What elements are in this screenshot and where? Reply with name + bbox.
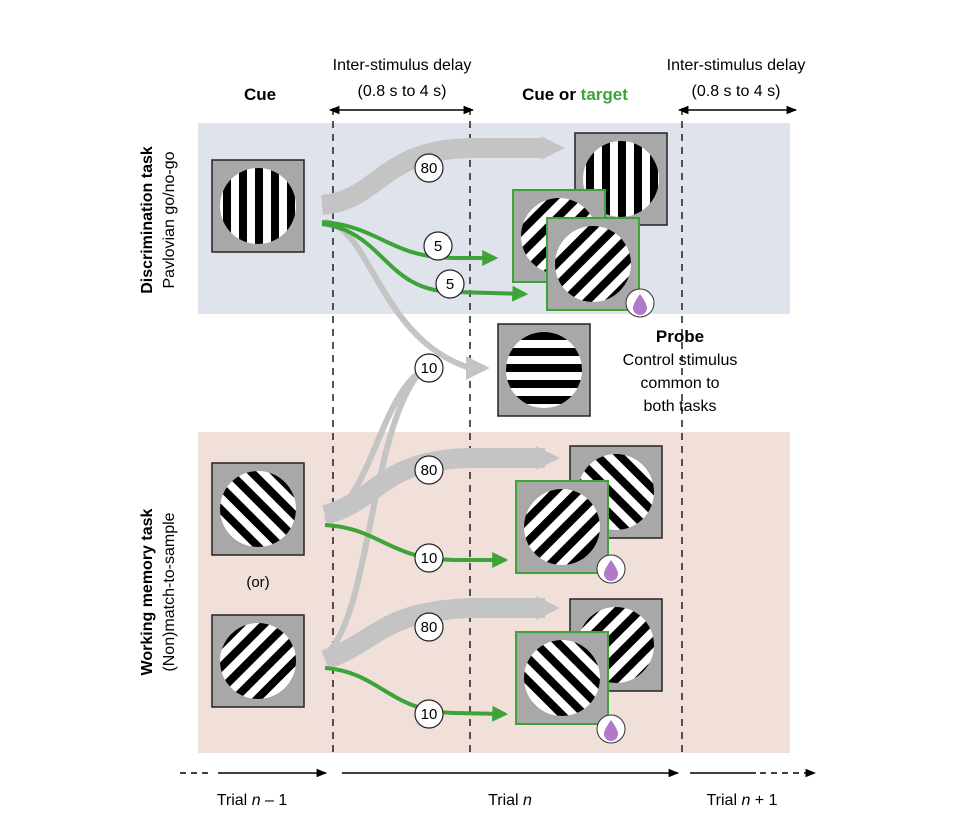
gray-flows xyxy=(320,136,565,670)
cue-or-target-header: Cue or target xyxy=(522,85,628,104)
delay-header-2-line2: (0.8 s to 4 s) xyxy=(692,83,781,100)
wm-task-title: Working memory task xyxy=(139,508,156,675)
pct-wm1-10: 10 xyxy=(421,550,438,567)
disc-target-2 xyxy=(546,217,640,311)
cue-stimulus-diagonal-1 xyxy=(211,462,305,556)
wm-task-subtitle: (Non)match-to-sample xyxy=(161,512,178,671)
pct-probe-10: 10 xyxy=(421,360,438,377)
trial-curr-label: Trial n xyxy=(488,792,532,809)
pct-disc-80: 80 xyxy=(421,160,438,177)
delay-header-1-line1: Inter-stimulus delay xyxy=(333,57,472,74)
trial-prev-label: Trial n – 1 xyxy=(217,792,288,809)
delay-header-2-line1: Inter-stimulus delay xyxy=(667,57,806,74)
wm1-target xyxy=(515,480,609,574)
discrimination-task-subtitle: Pavlovian go/no-go xyxy=(161,151,178,288)
pct-wm2-80: 80 xyxy=(421,619,438,636)
trial-next-label: Trial n + 1 xyxy=(706,792,777,809)
reward-drop-icon xyxy=(596,714,626,744)
cue-header: Cue xyxy=(244,85,276,104)
discrimination-task-title: Discrimination task xyxy=(139,146,156,294)
probe-line3: both tasks xyxy=(644,398,717,415)
probe-line1: Control stimulus xyxy=(623,352,738,369)
probe-line2: common to xyxy=(640,375,719,392)
reward-drop-icon xyxy=(596,554,626,584)
pct-disc-5a: 5 xyxy=(434,238,442,255)
reward-drop-icon xyxy=(625,288,655,318)
or-label: (or) xyxy=(246,574,269,591)
cue-stimulus-diagonal-2 xyxy=(211,614,305,708)
pct-wm2-10: 10 xyxy=(421,706,438,723)
pct-wm1-80: 80 xyxy=(421,462,438,479)
cue-stimulus-vertical xyxy=(211,159,305,253)
delay-header-1-line2: (0.8 s to 4 s) xyxy=(358,83,447,100)
probe-title: Probe xyxy=(656,327,704,346)
wm2-target xyxy=(515,631,609,725)
pct-disc-5b: 5 xyxy=(446,276,454,293)
probe-stimulus-horizontal xyxy=(497,323,591,417)
percentage-badges: 80 5 5 10 80 10 80 10 xyxy=(414,153,465,729)
